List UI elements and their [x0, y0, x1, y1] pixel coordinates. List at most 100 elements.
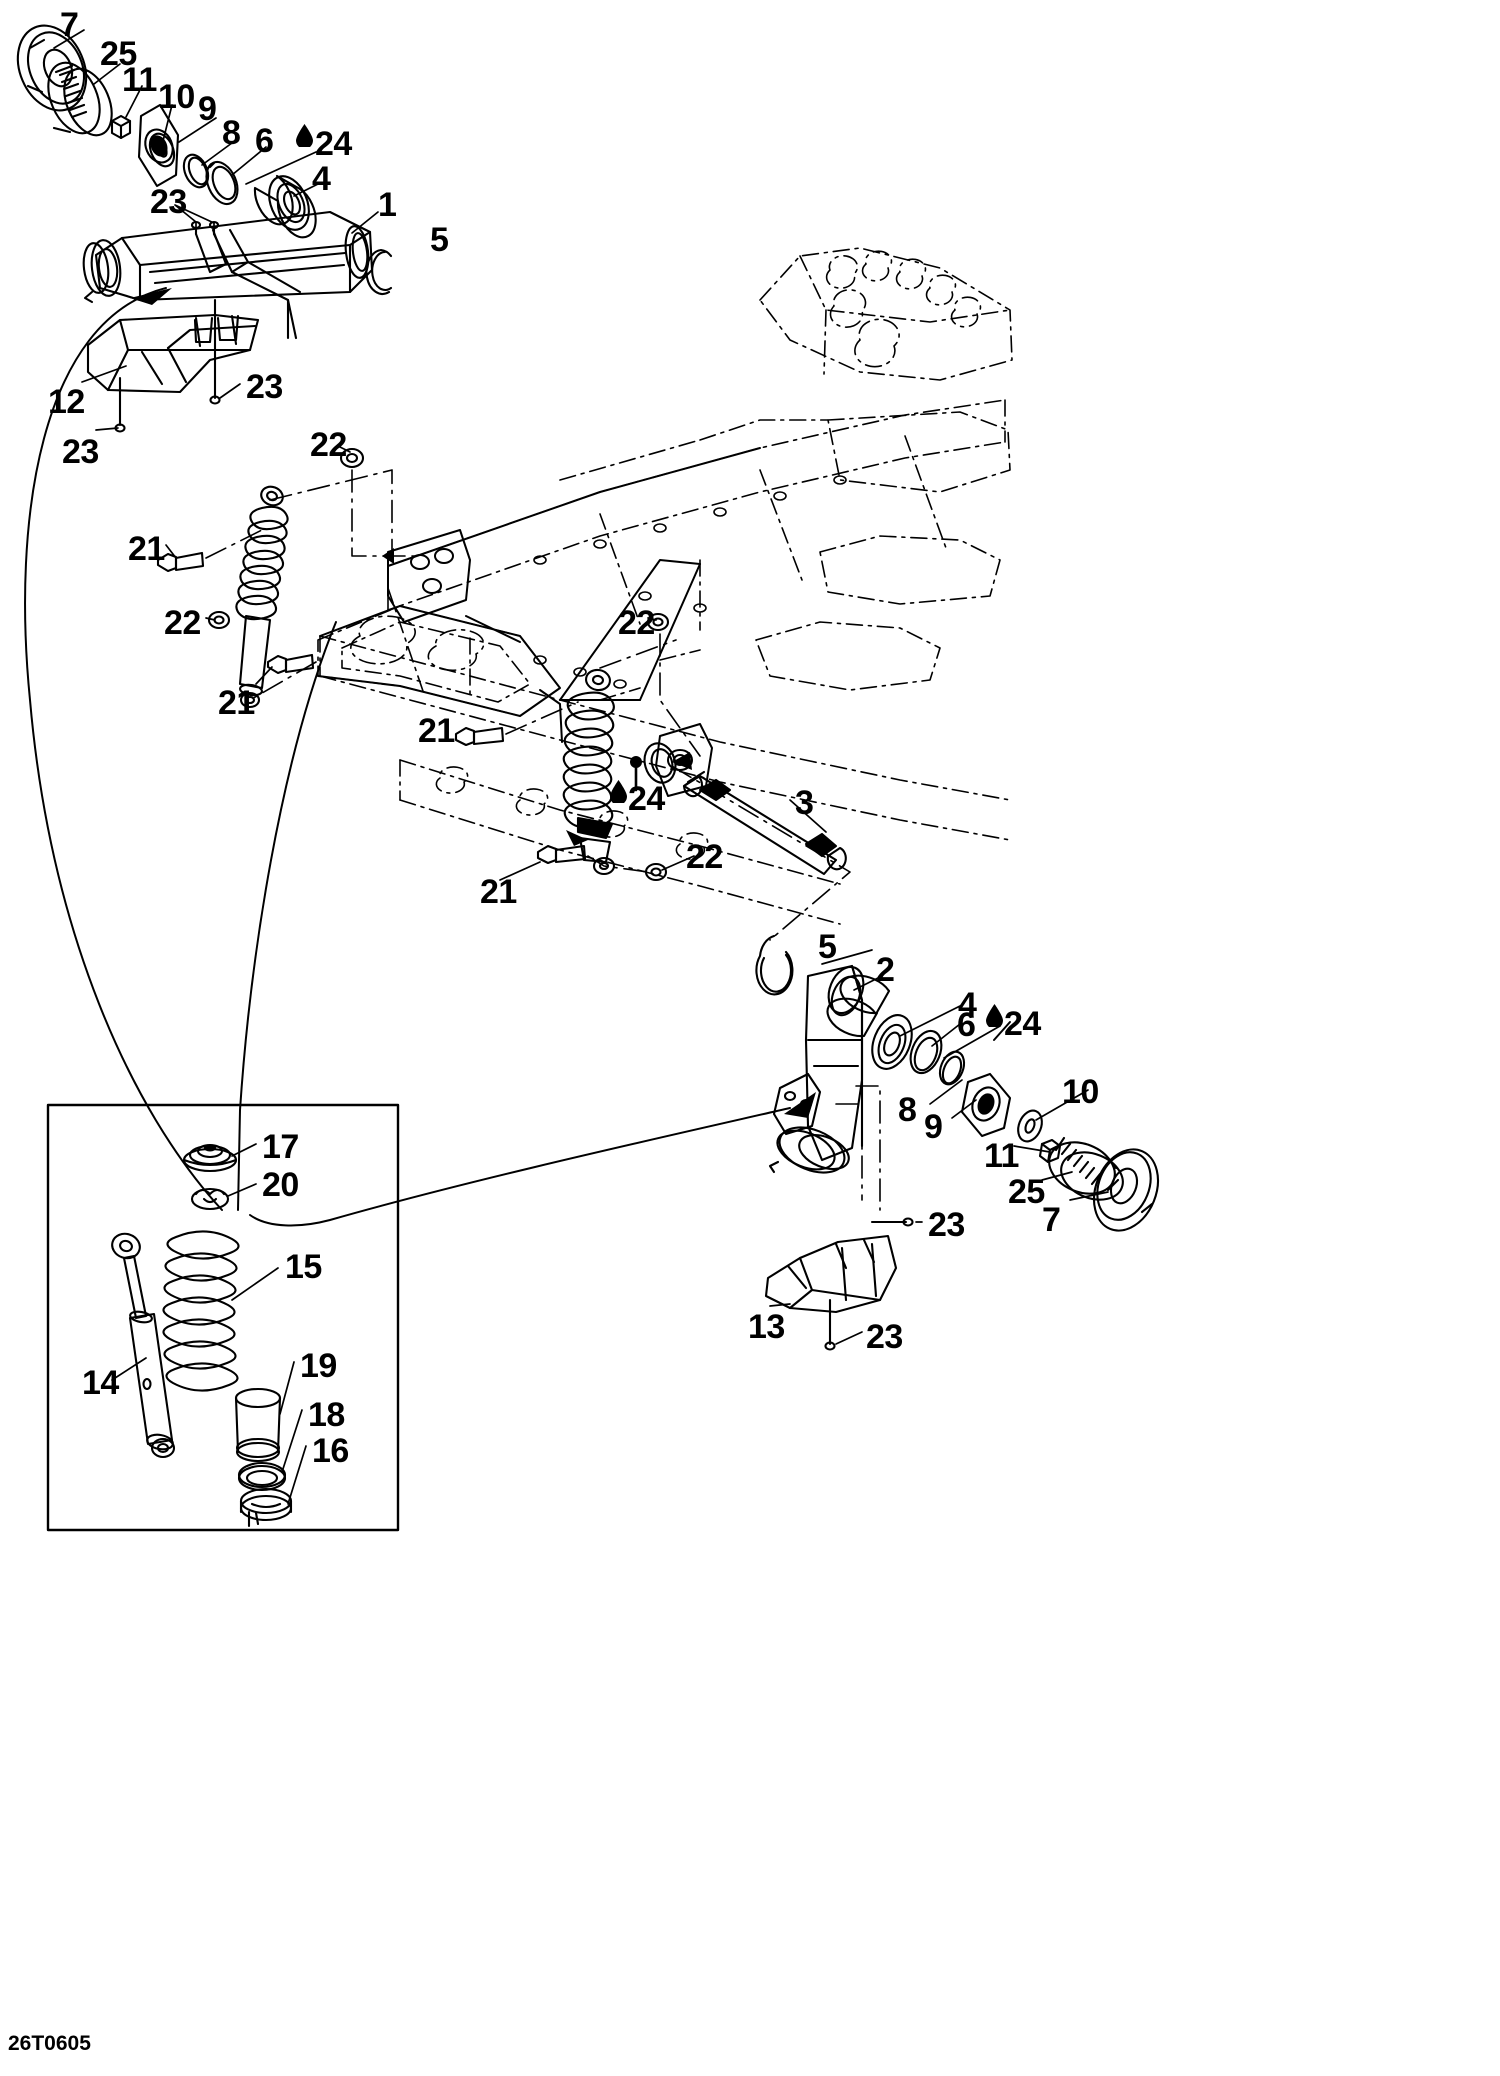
callout-23-screw: 23: [928, 1206, 965, 1244]
part-13-skid-plate-right: [764, 1234, 898, 1314]
callout-13-skid-plate-right: 13: [748, 1308, 785, 1346]
detail-curve-2: [237, 621, 791, 1227]
front-shock-right: [562, 668, 616, 876]
callout-24-grease: 24: [628, 780, 665, 818]
callout-4-wheel-bearing: 4: [958, 986, 977, 1024]
part-22-nut-rightshock: [644, 862, 668, 882]
callout-3-drive-shaft: 3: [795, 784, 814, 822]
callout-23-screw: 23: [62, 433, 99, 471]
part-18-washer-ring: [237, 1461, 287, 1492]
callout-12-skid-plate-left: 12: [48, 383, 85, 421]
callout-24-grease: 24: [315, 125, 352, 163]
part-23-screws-right: [824, 1217, 914, 1351]
part-24-grease-indicator-center: [630, 756, 642, 792]
callout-15-coil-spring: 15: [285, 1248, 322, 1286]
part-8-seal-right: [938, 1050, 966, 1086]
callout-23-screw: 23: [150, 183, 187, 221]
part-7-hub-cap-right: [1092, 1148, 1160, 1232]
callout-7-hub-cap: 7: [60, 6, 79, 44]
callout-5-circlip: 5: [818, 928, 837, 966]
assembly-dashlines-left: [205, 469, 421, 701]
inset-leaders: [111, 1143, 307, 1505]
part-21-bolt-lower-left: [266, 653, 315, 675]
callout-11-castle-nut: 11: [984, 1137, 1019, 1175]
driveshaft-axis: [671, 765, 851, 941]
grease-drop-icon: [610, 780, 627, 803]
callout-leaders-shock-left: [165, 445, 351, 685]
part-11-nut-left: [110, 114, 132, 140]
inset-box: [46, 1103, 400, 1532]
part-25-clamp-left: [47, 61, 113, 137]
callout-5-circlip: 5: [430, 221, 449, 259]
callout-4-wheel-bearing: 4: [312, 160, 331, 198]
callout-22-nut: 22: [618, 604, 655, 642]
part-21-bolt-center: [454, 726, 505, 747]
assembly-dashlines-right: [505, 633, 701, 873]
grease-drop-icon: [296, 124, 313, 147]
shock-mount-bracket-front: [387, 529, 471, 623]
callout-17-spring-seat-upper: 17: [262, 1128, 299, 1166]
part-19-spacer-sleeve: [234, 1387, 282, 1463]
callout-20-split-keeper: 20: [262, 1166, 299, 1204]
part-12-skid-plate-left: [86, 313, 260, 394]
callout-9-hub-carrier: 9: [198, 90, 217, 128]
frame-solid-edges: [317, 447, 761, 743]
callout-22-nut: 22: [310, 426, 347, 464]
part-4-wheel-bearing-right: [826, 974, 913, 1070]
callout-leaders-righthub: [821, 949, 1109, 1201]
part-2-lower-a-arm-right: [768, 964, 865, 1174]
part-23-screws-lower-left: [114, 298, 221, 433]
right-arm-dashlines: [835, 1085, 881, 1211]
part-6-seal-center: [643, 742, 677, 784]
callout-21-bolt: 21: [218, 684, 255, 722]
callout-leaders-shock-right: [499, 617, 695, 881]
part-5-circlip-left: [365, 248, 393, 295]
part-9-hub-carrier-right: [960, 1072, 1012, 1138]
part-17-spring-seat-upper: [182, 1143, 238, 1173]
callout-10-washer: 10: [1062, 1073, 1099, 1111]
part-20-split-keeper: [190, 1187, 230, 1211]
part-22-nut-center: [646, 612, 670, 632]
callout-7-hub-cap: 7: [1042, 1201, 1061, 1239]
part-21-bolt-lowercenter: [536, 844, 587, 865]
callout-24-grease: 24: [1004, 1005, 1041, 1043]
callout-23-screw: 23: [866, 1318, 903, 1356]
part-16-spring-seat-lower: [239, 1487, 293, 1528]
grease-drop-icon: [986, 1004, 1003, 1027]
callout-10-washer: 10: [158, 78, 195, 116]
callout-9-hub-carrier: 9: [924, 1108, 943, 1146]
callout-8-seal-ring: 8: [898, 1091, 917, 1129]
callout-14-shock-absorber: 14: [82, 1364, 119, 1402]
callout-25-retaining-clamp: 25: [100, 35, 137, 73]
part-22-nut-upper: [339, 447, 365, 469]
callout-19-spacer-sleeve: 19: [300, 1347, 337, 1385]
callout-21-bolt: 21: [128, 530, 165, 568]
part-4-wheel-bearing-left: [253, 174, 317, 239]
callout-21-bolt: 21: [418, 712, 455, 750]
callout-2-lower-a-arm-right: 2: [876, 951, 895, 989]
callout-1-upper-a-arm-left: 1: [378, 186, 397, 224]
drawing-code: 26T0605: [8, 2032, 91, 2055]
callout-22-nut: 22: [686, 838, 723, 876]
part-9-hub-carrier-left: [137, 103, 180, 188]
callout-25-retaining-clamp: 25: [1008, 1173, 1045, 1211]
part-10-washer-right: [1017, 1109, 1043, 1143]
part-6-snap-ring-left: [205, 160, 239, 206]
part-14-shock-absorber: [111, 1232, 176, 1459]
part-3-drive-shaft: [682, 770, 847, 876]
part-24-grease-indicator-right: [993, 1021, 1011, 1041]
callout-11-castle-nut: 11: [122, 61, 157, 99]
callout-16-spring-seat-lower: 16: [312, 1432, 349, 1470]
detail-arrow-1: [130, 288, 172, 305]
callout-6-snap-ring: 6: [255, 122, 274, 160]
part-6-snap-ring-right: [909, 1029, 943, 1075]
part-15-coil-spring: [162, 1230, 240, 1392]
front-shock-left: [235, 485, 289, 709]
callout-22-nut: 22: [164, 604, 201, 642]
part-8-seal-left: [182, 153, 210, 189]
callout-18-washer-ring: 18: [308, 1396, 345, 1434]
callout-23-screw: 23: [246, 368, 283, 406]
callout-leaders-skidplate: [81, 365, 241, 431]
